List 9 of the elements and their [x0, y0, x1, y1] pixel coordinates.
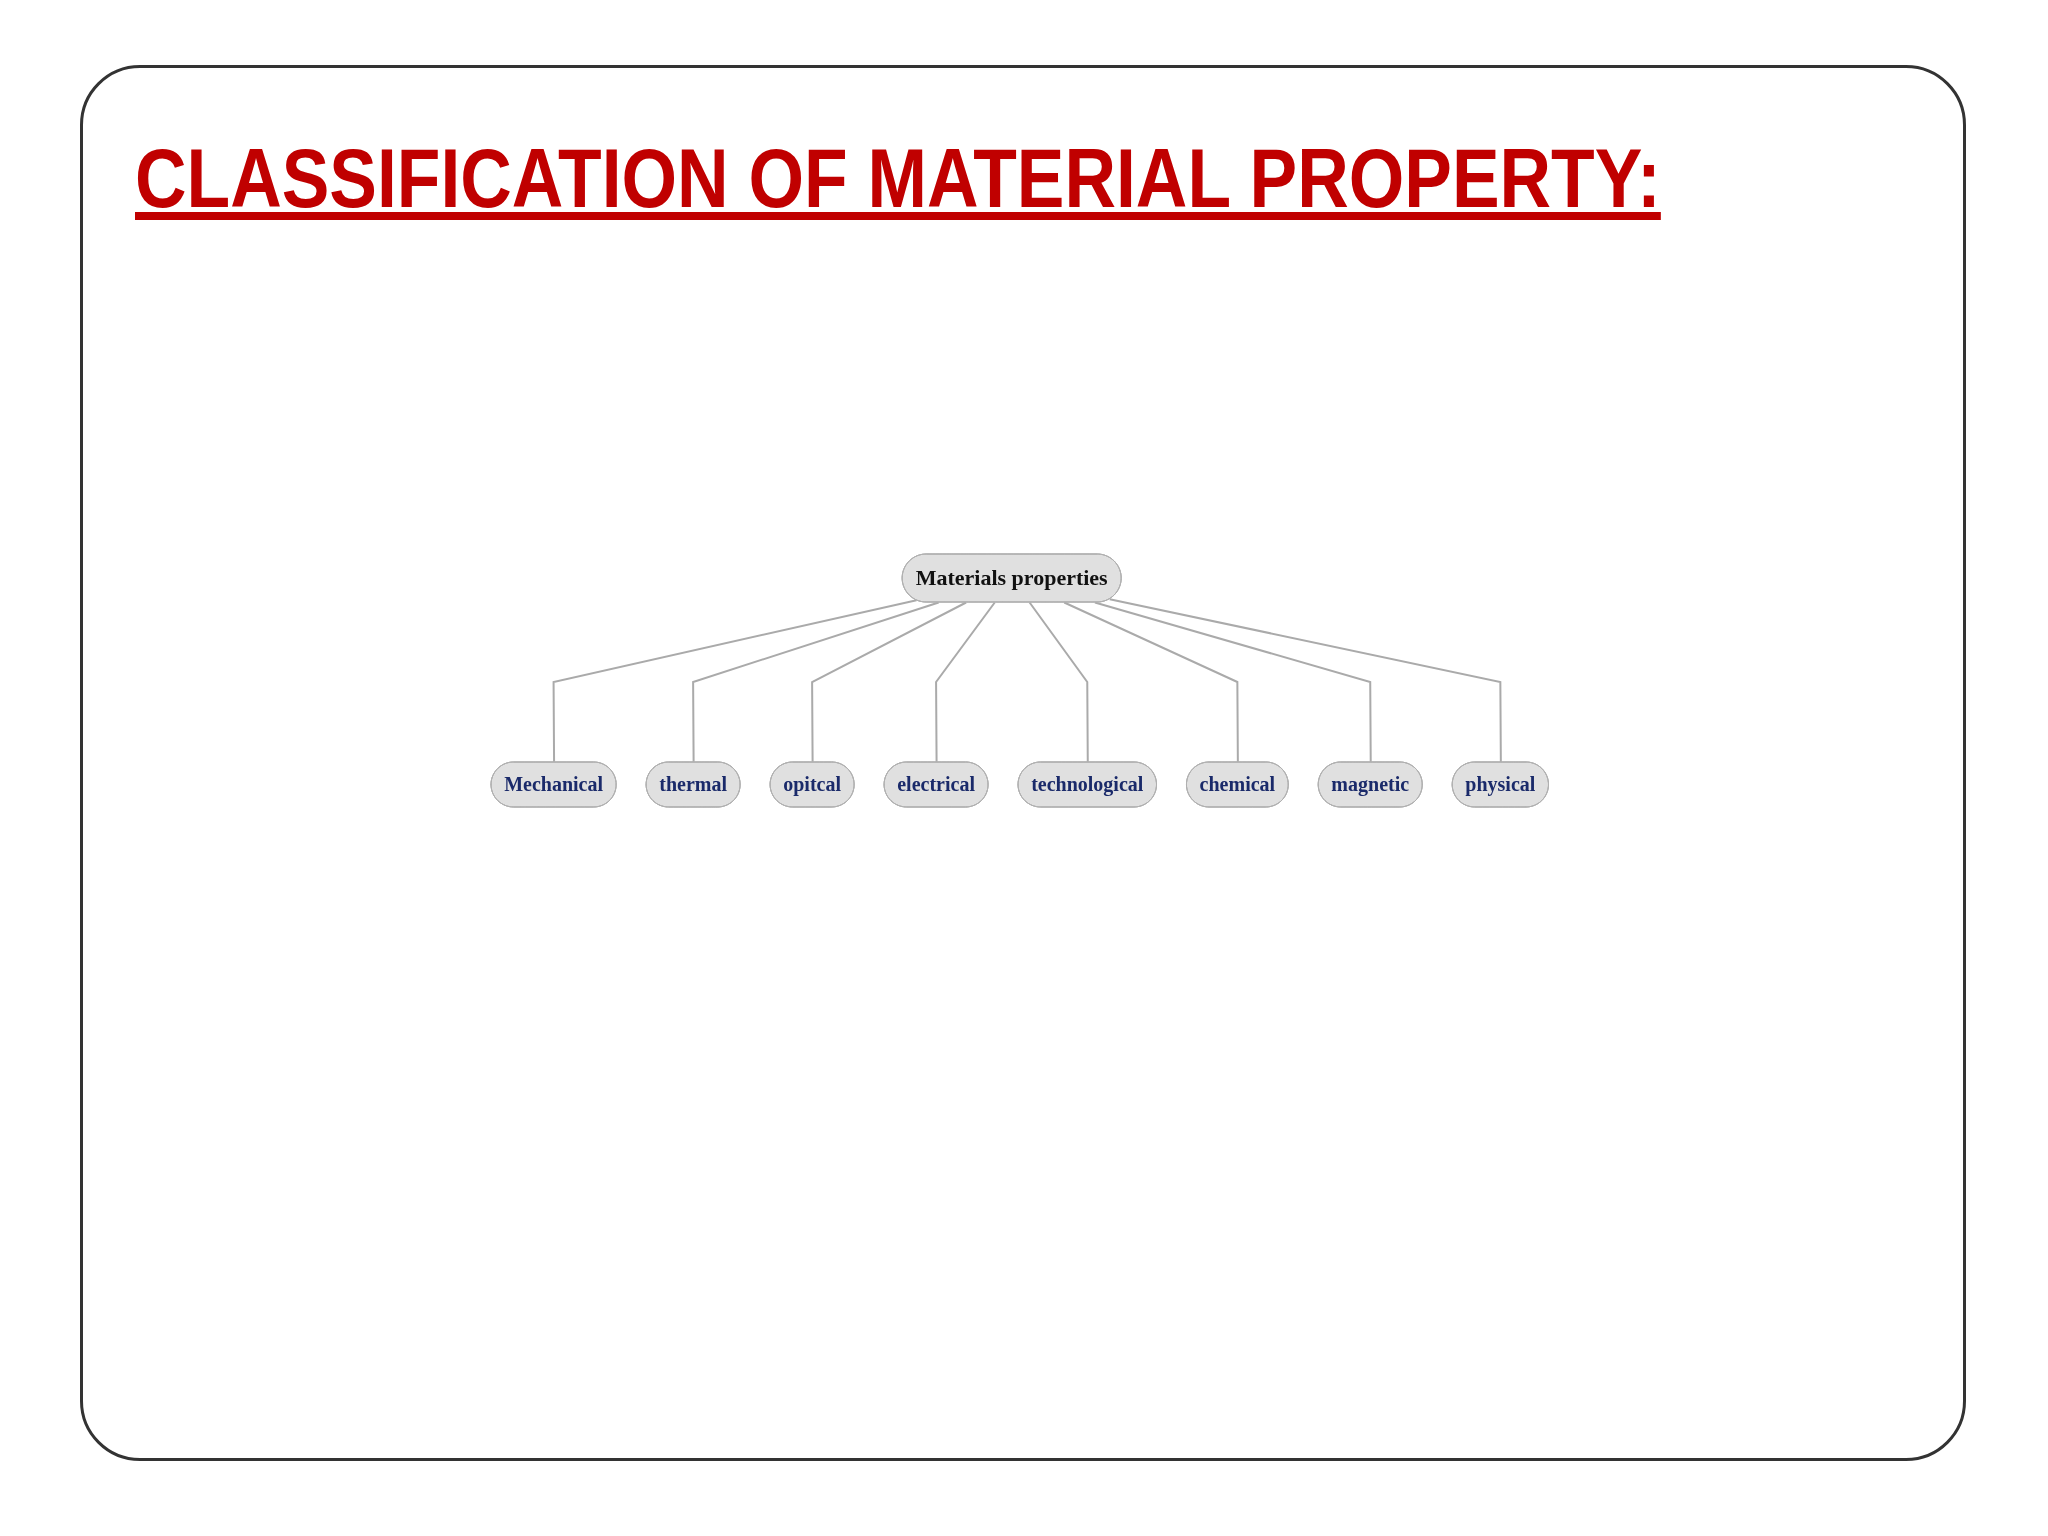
connector: [552, 598, 918, 763]
connector: [1094, 601, 1372, 763]
title: CLASSIFICATION OF MATERIAL PROPERTY:: [135, 130, 1661, 227]
connector: [935, 601, 996, 763]
connector: [692, 601, 940, 763]
connector: [1108, 597, 1503, 763]
connector: [811, 601, 968, 763]
connector: [1063, 601, 1240, 763]
connector: [1028, 601, 1089, 763]
